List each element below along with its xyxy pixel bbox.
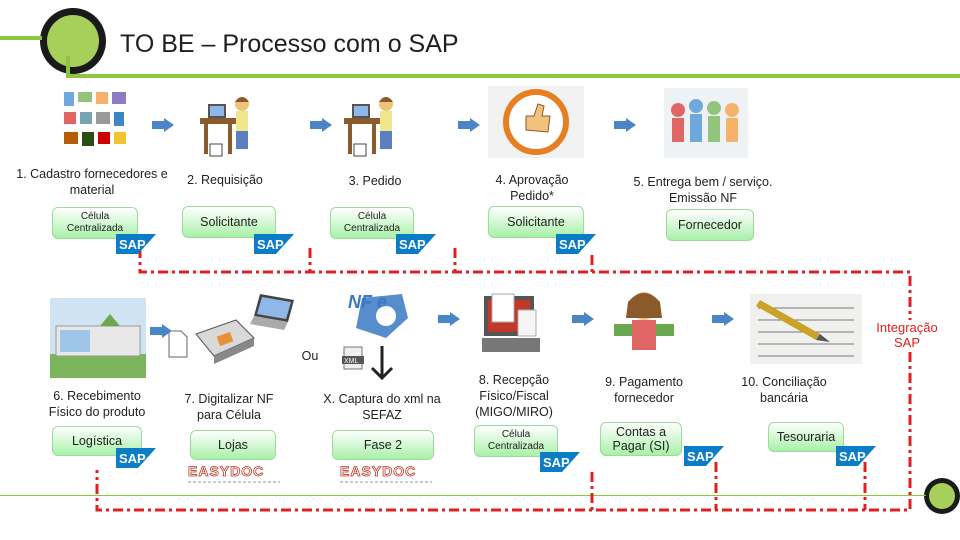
svg-text:SAP: SAP (119, 237, 146, 252)
thumbs-up-approval-icon (488, 86, 584, 158)
actor-badge: Lojas (190, 430, 276, 460)
footer-line (0, 495, 926, 496)
pen-document-icon (750, 294, 862, 364)
svg-text:SAP: SAP (559, 237, 586, 252)
svg-text:SAP: SAP (257, 237, 284, 252)
sap-logo-icon: SAP (684, 446, 724, 466)
header-line-left (0, 36, 42, 40)
actor-badge: Tesouraria (768, 422, 844, 452)
corner-circle (924, 478, 960, 514)
step-8-label: 8. Recepção Físico/Fiscal (MIGO/MIRO) (475, 373, 553, 419)
actor-badge: Solicitante (488, 206, 584, 238)
page-title: TO BE – Processo com o SAP (120, 30, 459, 58)
svg-text:SAP: SAP (119, 451, 146, 466)
logo-circle (40, 8, 106, 74)
arrow-down-icon (370, 346, 394, 381)
step-1-label: 1. Cadastro fornecedores e material (16, 167, 168, 197)
actor-badge: Fornecedor (666, 209, 754, 241)
step-9-label: 9. Pagamento fornecedor (605, 375, 683, 405)
arrow-right-icon (572, 312, 594, 326)
svg-text:SAP: SAP (543, 455, 570, 470)
arrow-right-icon (150, 324, 172, 338)
sap-logo-icon: SAP (116, 234, 156, 254)
svg-text:SAP: SAP (839, 449, 866, 464)
header-line-down (66, 56, 70, 76)
easydoc-logo: EASYDOC (338, 462, 434, 486)
step-4-label: 4. Aprovação Pedido* (495, 173, 569, 203)
actor-badge: Contas a Pagar (SI) (600, 422, 682, 456)
sap-logo-icon: SAP (396, 234, 436, 254)
step-x-label: X. Captura do xml na SEFAZ (323, 392, 441, 422)
ou-label: Ou (301, 349, 319, 363)
actor-badge: Fase 2 (332, 430, 434, 460)
scanner-icon (192, 316, 256, 366)
sap-logo-icon: SAP (556, 234, 596, 254)
office-worker-icon (198, 90, 258, 158)
step-5-label: 5. Entrega bem / serviço. Emissão NF (633, 175, 773, 205)
svg-text:EASYDOC: EASYDOC (340, 463, 416, 479)
svg-text:SAP: SAP (399, 237, 426, 252)
computer-papers-icon (474, 290, 550, 360)
actor-badge: Célula Centralizada (52, 207, 138, 239)
svg-text:SAP: SAP (687, 449, 714, 464)
woman-money-icon (608, 284, 680, 358)
arrow-right-icon (310, 118, 332, 132)
step-6-label: 6. Recebimento Físico do produto (48, 389, 146, 419)
integration-label: Integração SAP (876, 320, 938, 350)
sap-logo-icon: SAP (836, 446, 876, 466)
actor-badge: Solicitante (182, 206, 276, 238)
nfe-logo-icon: NF e (342, 288, 412, 342)
xml-file-icon: XML (342, 346, 366, 370)
header-line-right (66, 74, 960, 78)
actor-badge: Célula Centralizada (330, 207, 414, 239)
svg-text:NF e: NF e (348, 292, 387, 312)
arrow-right-icon (614, 118, 636, 132)
sap-logo-icon: SAP (540, 452, 580, 472)
actor-badge: Célula Centralizada (474, 425, 558, 457)
office-worker-icon (342, 90, 402, 158)
catalog-grid-icon (62, 90, 128, 154)
sap-logo-icon: SAP (116, 448, 156, 468)
arrow-right-icon (712, 312, 734, 326)
laptop-icon (250, 292, 298, 334)
paper-icon (168, 330, 188, 358)
warehouse-building-icon (50, 298, 146, 378)
arrow-right-icon (458, 118, 480, 132)
easydoc-logo: EASYDOC (186, 462, 282, 486)
arrow-right-icon (438, 312, 460, 326)
step-2-label: 2. Requisição (187, 173, 263, 187)
svg-text:EASYDOC: EASYDOC (188, 463, 264, 479)
step-7-label: 7. Digitalizar NF para Célula (184, 392, 274, 422)
svg-text:XML: XML (344, 358, 359, 365)
step-10-label: 10. Conciliação bancária (741, 375, 827, 405)
arrow-right-icon (152, 118, 174, 132)
people-group-icon (664, 88, 748, 158)
step-3-label: 3. Pedido (348, 174, 402, 188)
sap-logo-icon: SAP (254, 234, 294, 254)
